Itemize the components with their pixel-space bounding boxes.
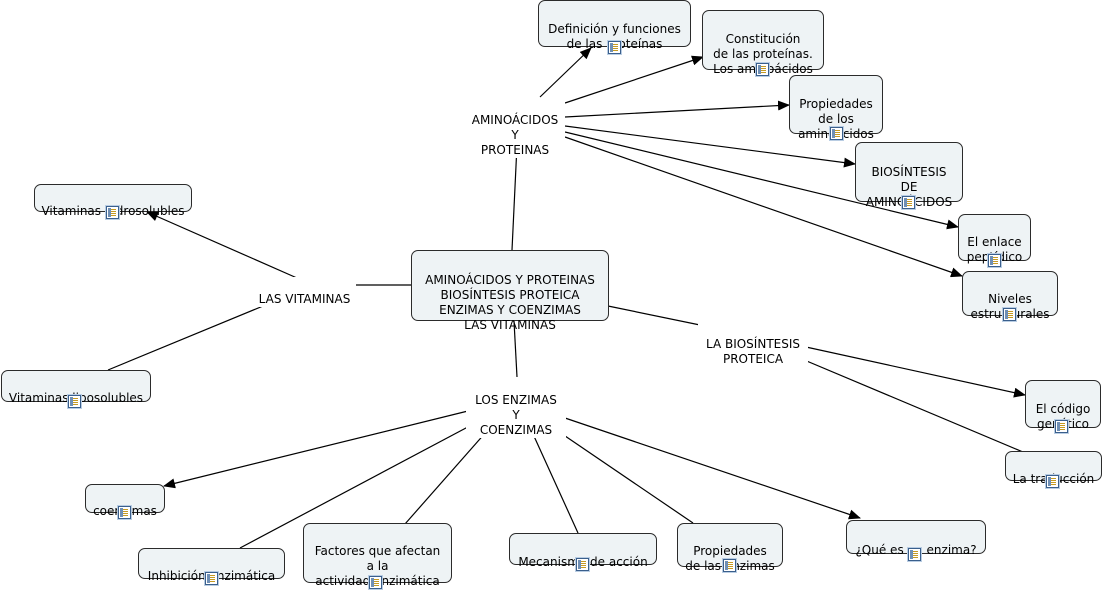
node-biosintesis-aminoacidos[interactable]: BIOSÍNTESIS DE AMINOÁCIDOS bbox=[855, 142, 963, 209]
phrase-la-biosintesis-proteica[interactable]: LA BIOSÍNTESIS PROTEICA bbox=[698, 322, 808, 367]
link-enlace bbox=[564, 131, 959, 230]
link-hidrosolubles bbox=[146, 211, 298, 279]
node-propiedades-enz-label: Propiedades de las enzimas bbox=[685, 544, 775, 573]
document-icon[interactable] bbox=[830, 127, 843, 140]
document-icon[interactable] bbox=[608, 41, 621, 54]
node-propiedades-aminoacidos[interactable]: Propiedades de los aminoácidos bbox=[789, 75, 883, 141]
phrase-las-vitaminas[interactable]: LAS VITAMINAS bbox=[253, 277, 356, 307]
phrase-los-enzimas-coenzimas[interactable]: LOS ENZIMAS Y COENZIMAS bbox=[466, 378, 566, 438]
document-icon[interactable] bbox=[205, 572, 218, 585]
node-constitucion[interactable]: Constitución de las proteínas. Los amino… bbox=[702, 10, 824, 76]
phrase-aminoacidos-proteinas[interactable]: AMINOÁCIDOS Y PROTEINAS bbox=[465, 98, 565, 158]
central-concept-node[interactable]: AMINOÁCIDOS Y PROTEINAS BIOSÍNTESIS PROT… bbox=[411, 250, 609, 332]
link-constitucion bbox=[564, 55, 704, 104]
node-definicion-label: Definición y funciones de las proteínas bbox=[548, 22, 681, 51]
node-inhibicion-enzimatica[interactable]: Inhibición enzimática bbox=[138, 548, 285, 583]
link-biosintesis-aa bbox=[564, 125, 856, 168]
node-propiedades-enzimas[interactable]: Propiedades de las enzimas bbox=[677, 523, 783, 573]
node-liposolubles-label: Vitaminas liposolubles bbox=[8, 391, 144, 405]
document-icon[interactable] bbox=[902, 196, 915, 209]
document-icon[interactable] bbox=[908, 548, 921, 561]
document-icon[interactable] bbox=[756, 63, 769, 76]
node-factores-label: Factores que afectan a la actividad enzi… bbox=[314, 544, 441, 588]
document-icon[interactable] bbox=[68, 395, 81, 408]
phrase-vitaminas-label: LAS VITAMINAS bbox=[258, 292, 351, 306]
link-definicion bbox=[539, 47, 592, 98]
link-factores bbox=[404, 422, 495, 525]
node-inhibicion-label: Inhibición enzimática bbox=[147, 569, 276, 583]
link-traduccion bbox=[789, 353, 1024, 453]
node-constitucion-label: Constitución de las proteínas. Los amino… bbox=[713, 32, 813, 76]
document-icon[interactable] bbox=[118, 506, 131, 519]
link-mecanismo bbox=[527, 422, 579, 534]
link-inhibicion bbox=[239, 419, 482, 549]
phrase-enzimas-label: LOS ENZIMAS Y COENZIMAS bbox=[475, 393, 557, 437]
link-center-aminoacidos bbox=[511, 144, 518, 251]
node-codigo-label: El código genético bbox=[1035, 402, 1091, 431]
link-niveles bbox=[564, 136, 963, 278]
node-mecanismo-label: Mecanismo de acción bbox=[518, 555, 648, 569]
link-propiedades-enz bbox=[545, 422, 694, 524]
node-factores-actividad[interactable]: Factores que afectan a la actividad enzi… bbox=[303, 523, 452, 588]
node-vitaminas-hidrosolubles[interactable]: Vitaminas hidrosolubles bbox=[34, 184, 192, 218]
link-coenzimas bbox=[163, 409, 473, 489]
document-icon[interactable] bbox=[723, 559, 736, 572]
link-center-enzimas bbox=[513, 320, 518, 378]
phrase-biosintesis-label: LA BIOSÍNTESIS PROTEICA bbox=[705, 337, 801, 366]
link-propiedades-aa bbox=[564, 100, 790, 118]
link-codigo bbox=[805, 346, 1026, 398]
document-icon[interactable] bbox=[369, 576, 382, 589]
link-que-es bbox=[564, 417, 861, 520]
link-center-biosintesis bbox=[607, 305, 701, 326]
document-icon[interactable] bbox=[576, 558, 589, 571]
document-icon[interactable] bbox=[106, 206, 119, 219]
document-icon[interactable] bbox=[1003, 308, 1016, 321]
central-concept-label: AMINOÁCIDOS Y PROTEINAS BIOSÍNTESIS PROT… bbox=[425, 273, 595, 332]
phrase-aminoacidos-label: AMINOÁCIDOS Y PROTEINAS bbox=[471, 113, 559, 157]
node-biosintesis-aa-label: BIOSÍNTESIS DE AMINOÁCIDOS bbox=[866, 165, 953, 209]
document-icon[interactable] bbox=[988, 254, 1001, 267]
document-icon[interactable] bbox=[1055, 420, 1068, 433]
document-icon[interactable] bbox=[1046, 475, 1059, 488]
node-definicion[interactable]: Definición y funciones de las proteínas bbox=[538, 0, 691, 51]
node-hidrosolubles-label: Vitaminas hidrosolubles bbox=[41, 204, 185, 218]
